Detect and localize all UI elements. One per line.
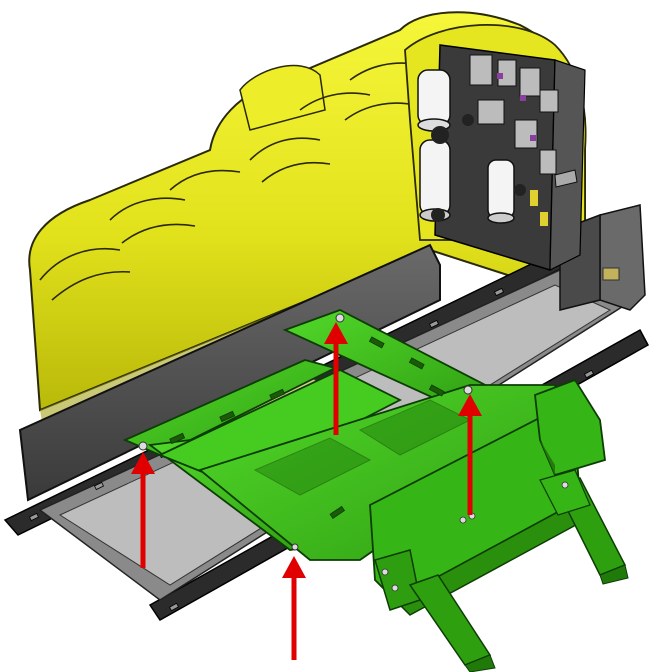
callout-arrows [131,322,482,660]
callout-arrow-top-center [324,322,348,435]
frame-legs [369,378,629,672]
valve-pump-manifold [417,44,586,272]
callout-arrow-right [458,394,482,515]
callout-arrow-bottom [282,556,306,660]
callout-arrow-left [131,452,155,568]
